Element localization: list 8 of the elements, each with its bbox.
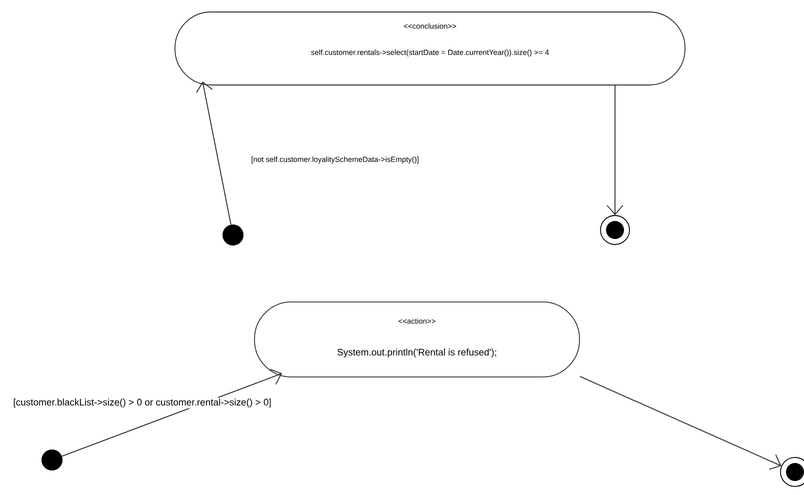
arrow [580,376,782,470]
initial-state [222,224,244,246]
initial-state [42,449,62,470]
final-state [780,457,804,487]
arrow [196,81,232,225]
final-state [600,215,630,245]
edge-label: [customer.blackList->size() > 0 or customer.rental->size() > 0] [12,398,272,408]
arrow [606,85,624,216]
